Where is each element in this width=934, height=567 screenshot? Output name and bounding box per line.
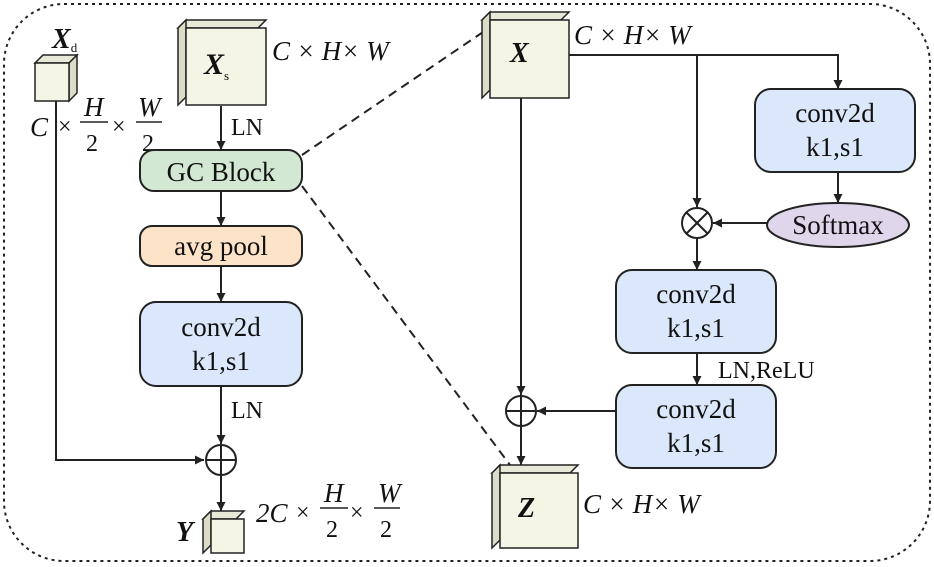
svg-text:2: 2 [326, 517, 338, 543]
xs-label: Xs [203, 48, 229, 83]
svg-text:2: 2 [86, 131, 98, 157]
conv-bot-line1: conv2d [656, 394, 736, 424]
softmax-label: Softmax [792, 210, 884, 240]
conv-top-box [754, 88, 916, 173]
x-label: X [509, 38, 530, 69]
zoom-line-bottom [301, 185, 511, 466]
xs-dimension: C × H× W [272, 36, 391, 66]
gc-block-label: GC Block [167, 157, 276, 187]
conv-top-line2: k1,s1 [806, 132, 864, 162]
svg-text:×: × [296, 500, 310, 526]
avg-pool-label: avg pool [174, 231, 268, 261]
zoom-line-top [301, 29, 487, 156]
svg-text:×: × [58, 114, 72, 140]
svg-text:2C: 2C [256, 498, 289, 528]
xs-cube [176, 18, 268, 107]
xd-label: Xd [51, 24, 78, 55]
arrow-x-to-conv-top [569, 54, 843, 89]
xd-cube [33, 53, 79, 103]
svg-text:×: × [112, 114, 126, 140]
sum-right-icon [505, 395, 537, 427]
y-dimension: 2C × H 2 × W 2 [256, 478, 403, 543]
y-cube [201, 509, 246, 555]
multiply-icon [681, 207, 713, 239]
z-dimension: C × H× W [583, 489, 702, 519]
conv-bot-line2: k1,s1 [667, 428, 725, 458]
arrow-xd-skip [55, 101, 204, 465]
conv-left-line1: conv2d [181, 312, 261, 342]
svg-text:2: 2 [380, 517, 392, 543]
y-label: Y [176, 517, 196, 548]
conv-left-line2: k1,s1 [192, 346, 250, 376]
svg-text:W: W [378, 478, 403, 508]
ln-label-1: LN [231, 115, 263, 141]
sum-left-icon [205, 444, 237, 476]
ln-label-2: LN [231, 398, 263, 424]
x-dimension: C × H× W [574, 20, 693, 50]
conv-bot-box [615, 384, 777, 469]
softmax-node [766, 202, 910, 248]
svg-text:C: C [30, 112, 49, 142]
svg-text:×: × [350, 500, 364, 526]
ln-relu-label: LN,ReLU [718, 358, 815, 384]
outer-frame [3, 3, 931, 562]
svg-text:H: H [83, 92, 105, 122]
conv-mid-line1: conv2d [656, 279, 736, 309]
conv-top-line1: conv2d [795, 98, 875, 128]
conv-mid-line2: k1,s1 [667, 313, 725, 343]
svg-text:H: H [323, 478, 345, 508]
z-cube [490, 463, 580, 550]
svg-text:W: W [138, 92, 163, 122]
z-label: Z [517, 493, 535, 524]
x-cube [480, 10, 571, 100]
